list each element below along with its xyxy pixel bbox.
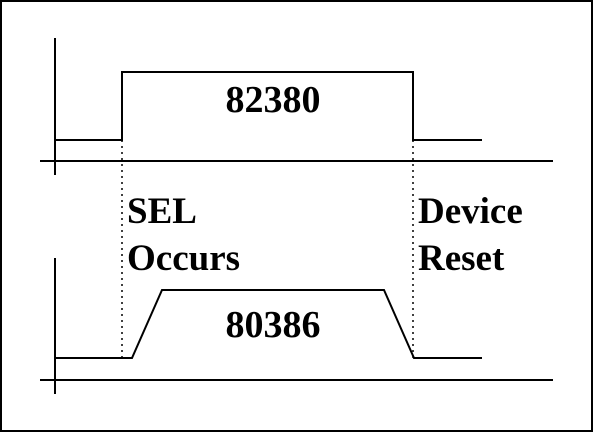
sel-occurs-label-line2: Occurs <box>127 238 240 279</box>
upper-waveform-82380 <box>55 71 482 141</box>
device-reset-label-line1: Device <box>418 191 523 232</box>
lower-waveform-80386 <box>55 289 482 359</box>
device-reset-label-line2: Reset <box>418 238 505 279</box>
upper-waveform-label: 82380 <box>226 79 321 121</box>
sel-occurs-label-line1: SEL <box>127 191 197 232</box>
lower-waveform-label: 80386 <box>226 304 321 346</box>
